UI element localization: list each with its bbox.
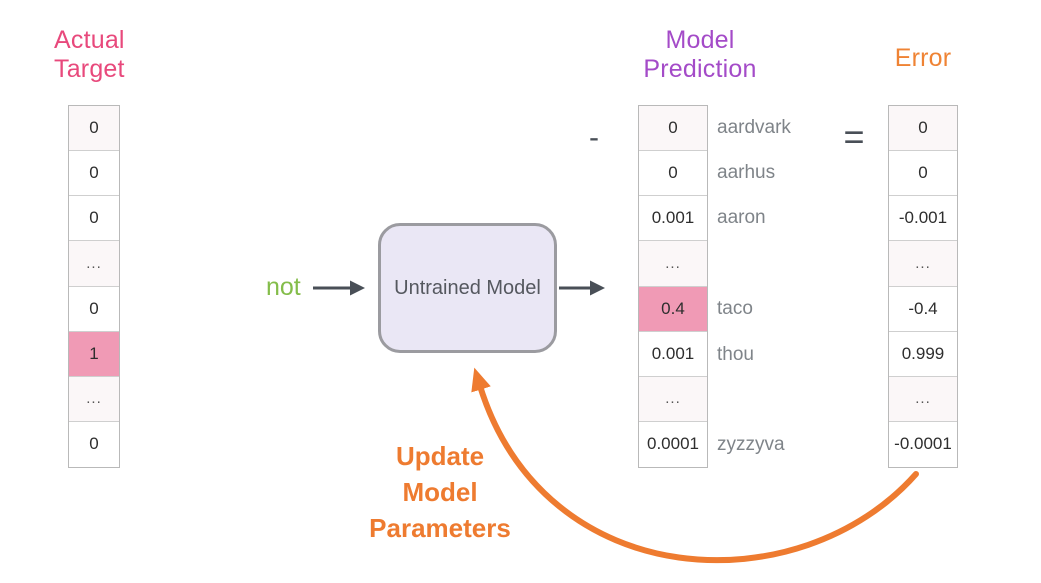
vector-cell: 0 xyxy=(639,151,707,197)
vocabulary-word-label: thou xyxy=(717,343,754,365)
vector-cell: -0.001 xyxy=(889,196,957,242)
vector-cell: ... xyxy=(889,241,957,287)
vector-cell: 0.4 xyxy=(639,286,707,332)
vocabulary-word-label: aardvark xyxy=(717,116,791,138)
model-prediction-header-line2: Prediction xyxy=(643,55,757,83)
vector-cell: ... xyxy=(639,241,707,287)
prediction-word-labels: aardvark aarhus aaron taco thou zyzzyva xyxy=(717,105,827,468)
vector-cell: -0.0001 xyxy=(889,421,957,467)
vocabulary-word-label: aarhus xyxy=(717,162,776,184)
vector-cell: 1 xyxy=(69,331,119,377)
update-parameters-line3: Parameters xyxy=(369,513,511,543)
untrained-model-label: Untrained Model xyxy=(394,276,541,299)
model-prediction-header: Model Prediction xyxy=(610,26,790,84)
vocabulary-word-label: aaron xyxy=(717,207,766,229)
vector-cell: ... xyxy=(639,376,707,422)
vector-cell: 0.001 xyxy=(639,196,707,242)
model-prediction-header-line1: Model xyxy=(665,26,735,54)
equals-operator: = xyxy=(843,116,865,157)
vector-cell: 0 xyxy=(69,151,119,197)
update-parameters-line1: Update xyxy=(395,441,485,471)
minus-operator: - xyxy=(589,121,599,154)
input-word-label: not xyxy=(266,273,301,301)
vector-cell: 0 xyxy=(69,196,119,242)
vector-cell: -0.4 xyxy=(889,286,957,332)
vector-cell: ... xyxy=(69,376,119,422)
vector-cell: 0 xyxy=(889,106,957,152)
vocabulary-word-label xyxy=(717,377,827,422)
vector-cell: 0 xyxy=(639,106,707,152)
update-parameters-line2: Model xyxy=(402,477,478,507)
error-header: Error xyxy=(894,44,952,72)
actual-target-header-line1: Actual xyxy=(54,26,125,54)
vocabulary-word-label: taco xyxy=(717,298,753,320)
actual-target-header-line2: Target xyxy=(54,55,125,83)
untrained-model-box: Untrained Model xyxy=(378,223,557,353)
vector-cell: 0.0001 xyxy=(639,421,707,467)
vector-cell: 0 xyxy=(69,106,119,152)
vector-cell: ... xyxy=(889,376,957,422)
vector-cell: 0.001 xyxy=(639,331,707,377)
vector-cell: 0 xyxy=(69,421,119,467)
vector-cell: 0.999 xyxy=(889,331,957,377)
vocabulary-word-label: zyzzyva xyxy=(717,434,785,456)
vector-cell: ... xyxy=(69,241,119,287)
update-parameters-caption: Update Model Parameters xyxy=(340,438,540,546)
actual-target-header: Actual Target xyxy=(54,26,125,84)
vector-cell: 0 xyxy=(889,151,957,197)
vector-cell: 0 xyxy=(69,286,119,332)
vocabulary-word-label xyxy=(717,241,827,286)
